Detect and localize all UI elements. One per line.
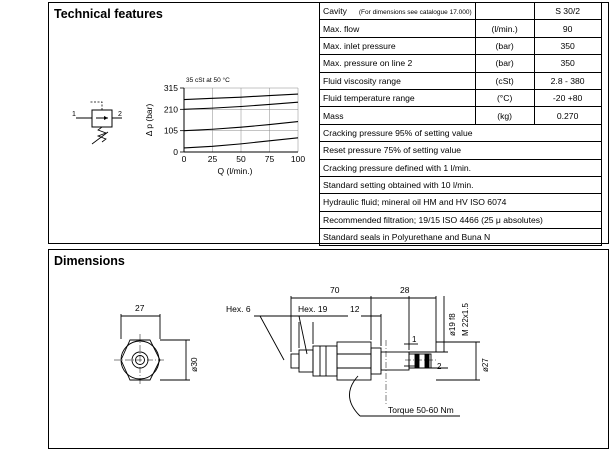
note-text: Standard seals in Polyurethane and Buna … <box>319 228 602 247</box>
note-row: Recommended filtration; 19/15 ISO 4466 (… <box>319 210 602 230</box>
torque-label: Torque 50-60 Nm <box>388 405 454 415</box>
spec-label: Fluid viscosity range <box>319 71 476 90</box>
note-text: Cracking pressure defined with 1 l/min. <box>319 158 602 177</box>
valve-symbol: 1 2 <box>72 101 122 145</box>
series-line-3 <box>183 101 299 110</box>
spec-unit: (bar) <box>474 36 535 56</box>
spec-label-text: Cavity <box>323 6 347 17</box>
dim-12: 12 <box>350 304 360 314</box>
note-text: Hydraulic fluid; mineral oil HM and HV I… <box>319 193 602 212</box>
spec-row: Fluid temperature range (°C)-20 +80 <box>319 88 602 108</box>
x-tick-label: 0 <box>182 154 187 164</box>
y-tick-label: 210 <box>164 104 178 114</box>
spec-value: 350 <box>533 36 602 56</box>
x-tick-label: 25 <box>208 154 218 164</box>
x-axis-label: Q (l/min.) <box>218 166 253 176</box>
spec-unit: (bar) <box>474 54 535 73</box>
spec-row: Mass (kg)0.270 <box>319 106 602 125</box>
spec-row: Max. pressure on line 2 (bar)350 <box>319 54 602 73</box>
x-tick-label: 75 <box>265 154 275 164</box>
label-hex-19: Hex. 19 <box>298 304 328 314</box>
note-text: Reset pressure 75% of setting value <box>319 141 602 160</box>
spec-value: 0.270 <box>533 106 602 125</box>
symbol-port-1: 1 <box>72 111 76 118</box>
dimensions-title: Dimensions <box>54 254 125 268</box>
spec-value: -20 +80 <box>533 88 602 108</box>
note-text: Recommended filtration; 19/15 ISO 4466 (… <box>319 210 602 230</box>
y-axis-label: Δ p (bar) <box>144 104 154 137</box>
spec-row: Max. flow (l/min.)90 <box>319 19 602 38</box>
dim-19f8: ø19 f8 <box>448 313 457 336</box>
dim-27b: ø27 <box>481 358 490 372</box>
x-tick-label: 100 <box>291 154 305 164</box>
note-text: Standard setting obtained with 10 l/min. <box>319 175 602 195</box>
note-text: Cracking pressure 95% of setting value <box>319 123 602 143</box>
side-view <box>254 296 480 417</box>
spec-unit: (kg) <box>474 106 535 125</box>
spec-label-text: Fluid viscosity range <box>323 75 401 86</box>
note-row: Standard seals in Polyurethane and Buna … <box>319 228 602 247</box>
spec-unit: (cSt) <box>474 71 535 90</box>
spec-unit <box>474 1 535 21</box>
note-row: Reset pressure 75% of setting value <box>319 141 602 160</box>
dimensions-panel <box>48 249 609 449</box>
spec-label-text: Max. inlet pressure <box>323 40 396 51</box>
spec-table: Cavity (For dimensions see catalogue 17.0… <box>319 1 602 247</box>
dim-27: 27 <box>135 303 145 313</box>
spec-label-text: Max. flow <box>323 23 360 34</box>
spec-value: 90 <box>533 19 602 38</box>
spec-unit: (°C) <box>474 88 535 108</box>
spec-label-text: Fluid temperature range <box>323 93 415 104</box>
dim-30: ø30 <box>189 357 199 372</box>
dim-70: 70 <box>330 285 340 295</box>
series-line-4 <box>183 93 299 101</box>
x-tick-label: 50 <box>236 154 246 164</box>
symbol-port-2: 2 <box>118 111 122 118</box>
spec-note: (For dimensions see catalogue 17.000) <box>358 9 472 17</box>
spec-label-text: Mass <box>323 110 344 121</box>
y-tick-label: 0 <box>173 147 178 157</box>
technical-features-title: Technical features <box>54 7 163 21</box>
note-row: Hydraulic fluid; mineral oil HM and HV I… <box>319 193 602 212</box>
spec-label: Mass <box>319 106 476 125</box>
label-hex-6: Hex. 6 <box>226 304 251 314</box>
spec-label: Cavity (For dimensions see catalogue 17.0… <box>319 1 476 21</box>
spec-unit: (l/min.) <box>474 19 535 38</box>
port-1-label: 1 <box>412 335 417 344</box>
spec-value: S 30/2 <box>533 1 602 21</box>
series-line-1 <box>183 137 299 149</box>
spec-label: Max. pressure on line 2 <box>319 54 476 73</box>
note-row: Cracking pressure 95% of setting value <box>319 123 602 143</box>
note-row: Standard setting obtained with 10 l/min. <box>319 175 602 195</box>
spec-row: Cavity (For dimensions see catalogue 17.0… <box>319 1 602 21</box>
spec-label: Max. inlet pressure <box>319 36 476 56</box>
chart-title: 35 cSt at 50 °C <box>186 76 230 84</box>
dim-m22: M 22x1.5 <box>461 303 470 336</box>
dimensions-drawing: 27 ø30 <box>114 285 490 417</box>
series-line-2 <box>183 120 299 132</box>
end-view <box>114 314 190 386</box>
dim-28: 28 <box>400 285 410 295</box>
spec-label: Max. flow <box>319 19 476 38</box>
spec-row: Max. inlet pressure (bar)350 <box>319 36 602 56</box>
spec-row: Fluid viscosity range (cSt)2.8 - 380 <box>319 71 602 90</box>
note-row: Cracking pressure defined with 1 l/min. <box>319 158 602 177</box>
spec-label: Fluid temperature range <box>319 88 476 108</box>
y-tick-label: 105 <box>164 126 178 136</box>
spec-value: 2.8 - 380 <box>533 71 602 90</box>
spec-value: 350 <box>533 54 602 73</box>
spec-label-text: Max. pressure on line 2 <box>323 58 413 69</box>
y-tick-label: 315 <box>164 83 178 93</box>
port-2-label: 2 <box>437 362 442 371</box>
pressure-flow-chart: 0 25 50 75 100 0 105 210 315 35 cSt at 50 °C Q (l/… <box>144 76 305 176</box>
